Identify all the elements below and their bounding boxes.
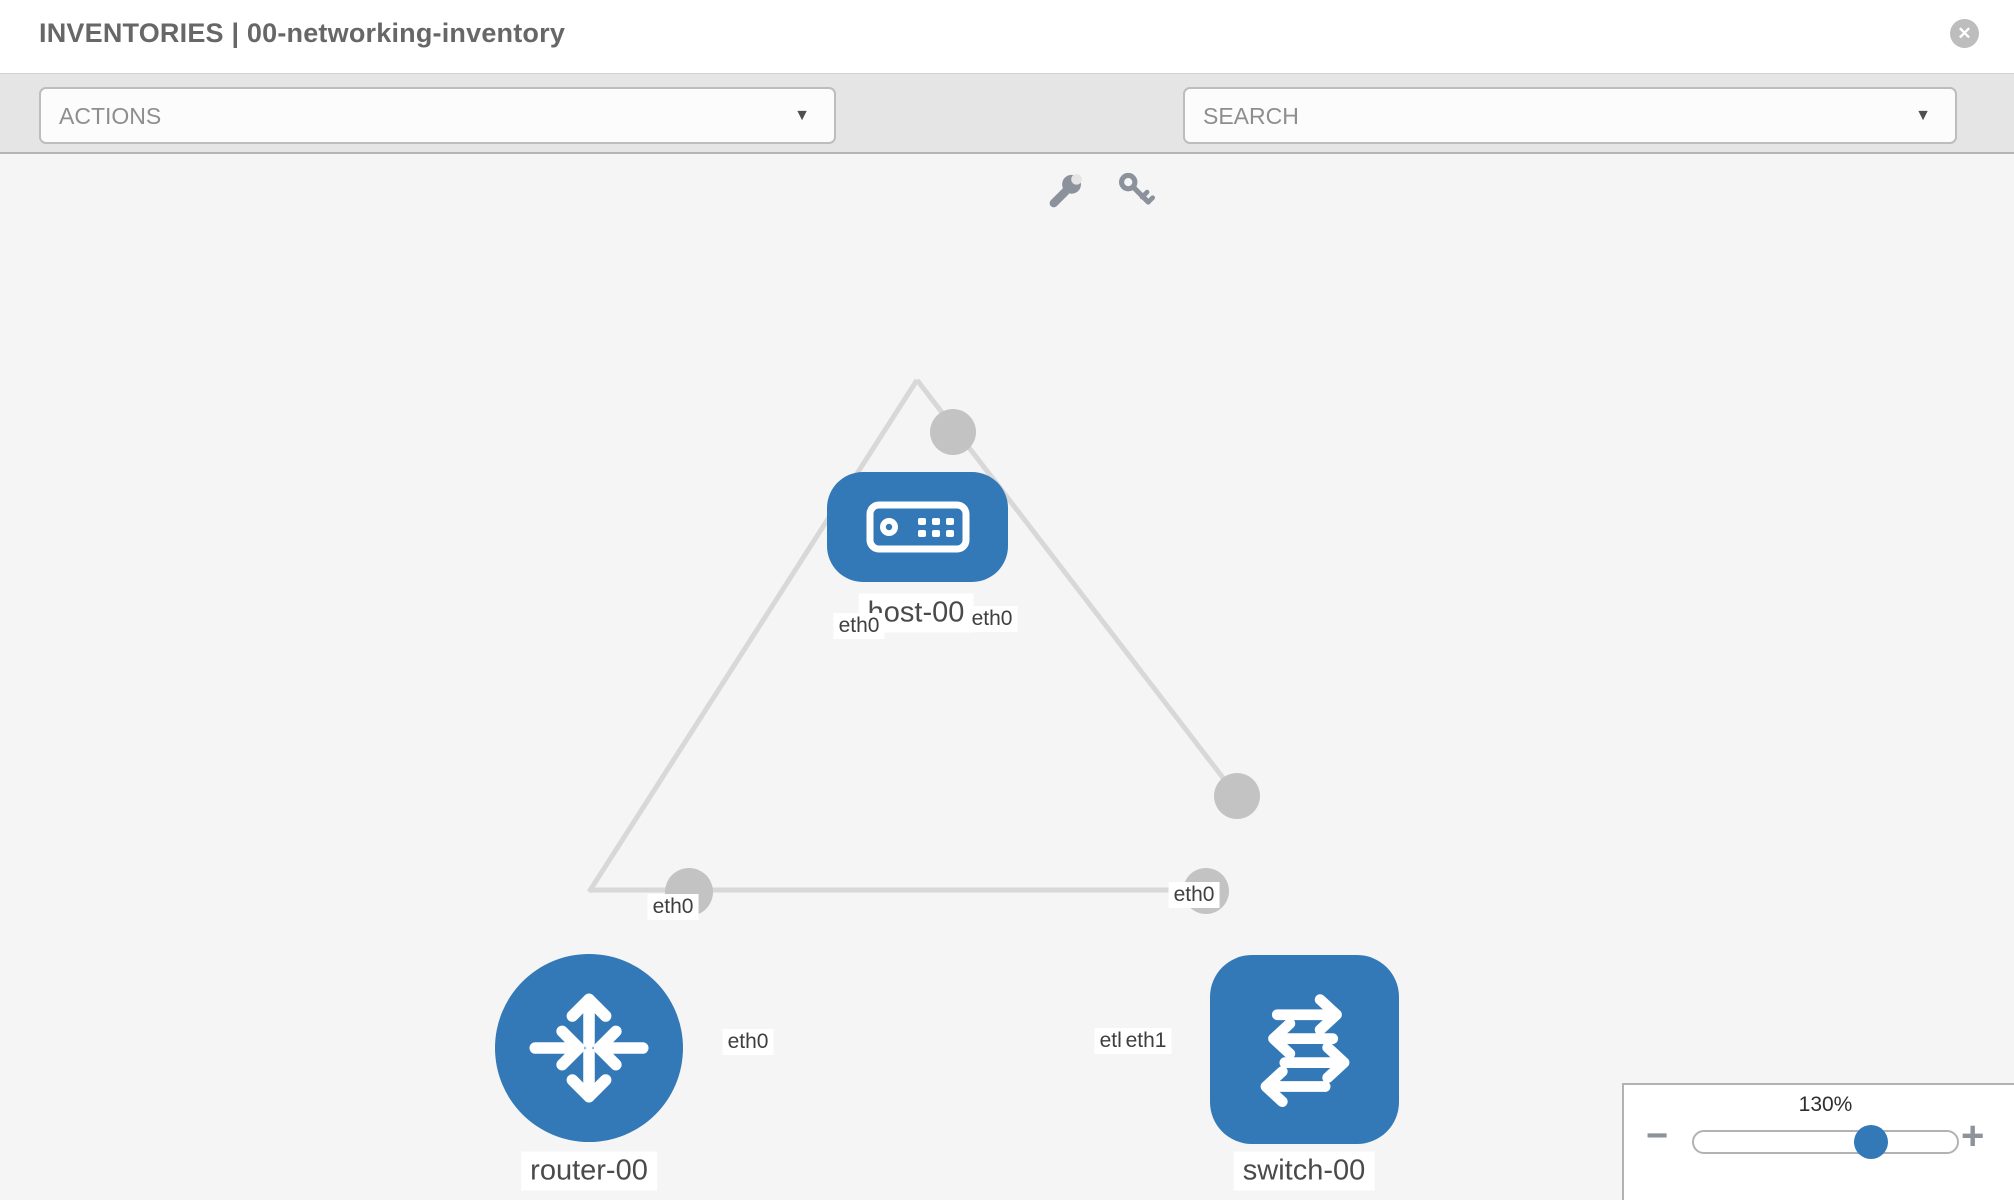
router-icon bbox=[529, 993, 649, 1103]
port-label-switch-eth1: eth1 bbox=[1120, 1028, 1172, 1054]
actions-dropdown[interactable]: ACTIONS ▼ bbox=[39, 87, 836, 144]
zoom-control-panel: 130% − + bbox=[1622, 1083, 2014, 1200]
port-label-router-right: eth0 bbox=[722, 1029, 774, 1055]
close-button[interactable]: ✕ bbox=[1950, 19, 1979, 48]
zoom-in-button[interactable]: + bbox=[1961, 1114, 1984, 1159]
chevron-down-icon: ▼ bbox=[794, 107, 810, 124]
zoom-out-button[interactable]: − bbox=[1646, 1115, 1668, 1158]
header: INVENTORIES | 00-networking-inventory ✕ bbox=[0, 0, 2014, 73]
actions-dropdown-label: ACTIONS bbox=[59, 103, 162, 129]
plus-icon: + bbox=[1961, 1114, 1985, 1158]
node-switch-00[interactable] bbox=[1210, 955, 1399, 1144]
toolbar: ACTIONS ▼ SEARCH ▼ bbox=[0, 73, 2014, 208]
zoom-slider-thumb[interactable] bbox=[1854, 1125, 1888, 1159]
wrench-icon[interactable] bbox=[1046, 171, 1086, 211]
edge-host-switch[interactable] bbox=[915, 378, 1239, 798]
connector-host-bottom[interactable] bbox=[930, 409, 976, 455]
topology-edges-layer bbox=[586, 378, 1260, 916]
page-title: INVENTORIES | 00-networking-inventory bbox=[39, 18, 566, 48]
search-dropdown[interactable]: SEARCH ▼ bbox=[1183, 87, 1957, 144]
node-router-00[interactable] bbox=[495, 954, 683, 1142]
edge-host-router[interactable] bbox=[586, 378, 920, 894]
search-input-placeholder: SEARCH bbox=[1203, 103, 1299, 129]
chevron-down-icon: ▼ bbox=[1915, 107, 1931, 124]
node-label-router[interactable]: router-00 bbox=[521, 1151, 657, 1191]
zoom-slider[interactable] bbox=[1692, 1125, 1959, 1159]
switch-icon bbox=[1260, 993, 1349, 1107]
port-label-host-left: eth0 bbox=[833, 613, 885, 639]
connector-switch-top[interactable] bbox=[1214, 773, 1260, 819]
minus-icon: − bbox=[1646, 1115, 1669, 1157]
port-label-switch-uplink: eth0 bbox=[1168, 882, 1220, 908]
node-host-00[interactable] bbox=[827, 472, 1008, 582]
port-label-router-uplink: eth0 bbox=[647, 894, 699, 920]
key-icon[interactable] bbox=[1116, 171, 1156, 211]
node-label-switch[interactable]: switch-00 bbox=[1233, 1151, 1375, 1191]
zoom-level-value: 130% bbox=[1798, 1093, 1853, 1116]
close-icon: ✕ bbox=[1957, 24, 1972, 43]
server-icon bbox=[866, 501, 969, 553]
port-label-host-right: eth0 bbox=[966, 606, 1018, 632]
topology-canvas[interactable]: host-00 router-00 switch-00 eth0 eth0 et… bbox=[0, 156, 2014, 1200]
